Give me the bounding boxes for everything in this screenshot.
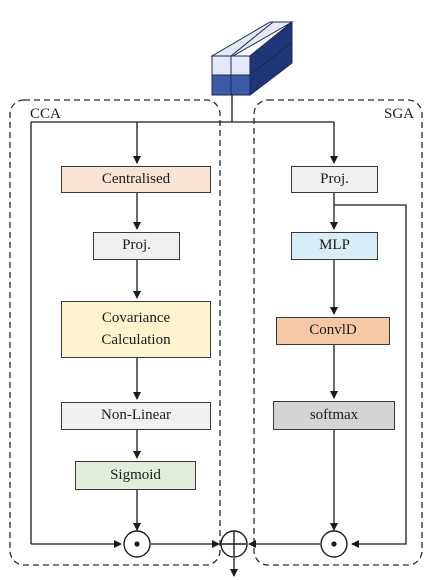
cca-multiply-dot [134, 541, 140, 547]
covariance-calculation-block: Covariance Calculation [61, 301, 211, 358]
softmax-block: softmax [273, 401, 395, 430]
mlp-block: MLP [291, 232, 378, 260]
cca-title: CCA [30, 106, 61, 122]
feature-cube-icon [210, 20, 294, 97]
sga-proj-block: Proj. [291, 166, 378, 193]
sga-title: SGA [384, 106, 415, 122]
sigmoid-block: Sigmoid [75, 461, 196, 490]
covariance-line1: Covariance [101, 309, 171, 326]
non-linear-block: Non-Linear [61, 402, 211, 430]
sga-multiply-dot [331, 541, 337, 547]
centralised-block: Centralised [61, 166, 211, 193]
covariance-line2: Calculation [101, 331, 171, 348]
cca-proj-block: Proj. [93, 232, 180, 260]
cca-group-outline [9, 99, 221, 566]
connectors [30, 95, 407, 577]
sga-group-outline [253, 99, 423, 566]
conv1d-block: ConvlD [276, 317, 390, 345]
